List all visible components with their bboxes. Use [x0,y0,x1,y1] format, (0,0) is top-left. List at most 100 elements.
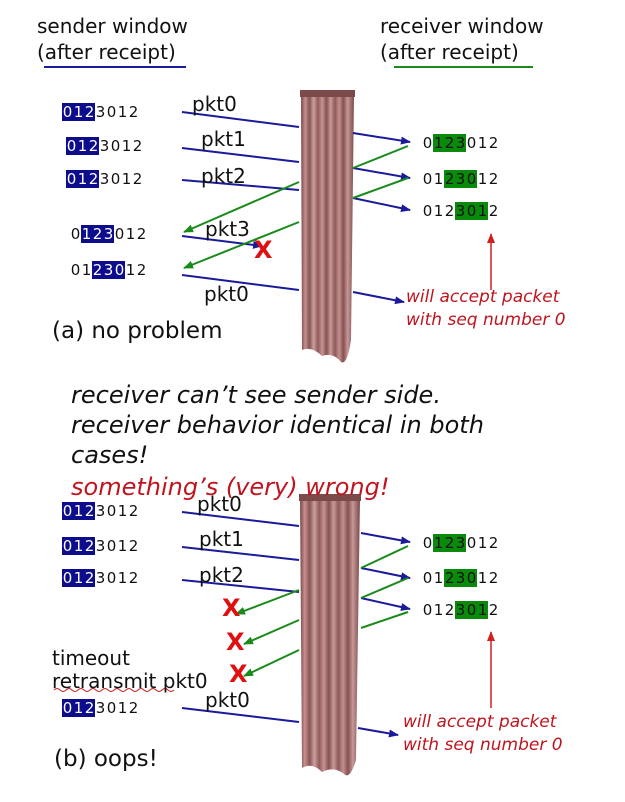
sender-header-title: sender window [37,14,188,38]
timeout-label: timeout [52,646,130,670]
b-ack1-right [360,577,409,599]
seq-number: 3 [103,225,114,243]
b-pkt2-arrival [360,597,411,611]
seq-number: 1 [433,134,444,152]
receiver-header-title: receiver window [380,14,544,38]
a-pkt0-label: pkt0 [192,92,237,116]
seq-number: 2 [84,502,95,520]
b-ack1-left [243,619,300,645]
seq-number: 0 [422,170,433,188]
seq-number: 2 [84,103,95,121]
seq-number: 0 [466,534,477,552]
receiver-header-subtitle: (after receipt) [380,40,519,64]
seq-number: 3 [95,502,106,520]
a-pkt2-line [181,179,300,191]
seq-number: 0 [70,225,81,243]
a-ack1-right [352,177,409,199]
seq-number: 0 [422,569,433,587]
seq-number: 0 [106,569,117,587]
seq-number: 3 [95,537,106,555]
seq-number: 0 [422,534,433,552]
seq-number: 2 [128,699,139,717]
seq-number: 0 [466,569,477,587]
b-pkt2-line [181,579,300,593]
a-pkt3-label: pkt3 [205,217,250,241]
b-pkt0-retransmit-label: pkt0 [205,688,250,712]
seq-number: 2 [488,134,499,152]
a-pkt3-line [181,235,263,249]
a-ack0-right [352,145,409,169]
b-ack1-loss-mark: X [226,628,245,656]
seq-number: 0 [66,170,77,188]
a-pkt1-arrival [352,167,411,181]
seq-number: 2 [128,502,139,520]
seq-number: 2 [84,537,95,555]
seq-number: 2 [88,137,99,155]
seq-number: 1 [433,601,444,619]
caption-b: (b) oops! [54,746,158,772]
seq-number: 0 [110,137,121,155]
seq-number: 2 [128,537,139,555]
seq-number: 3 [95,569,106,587]
b-pkt0-arrival [360,532,411,545]
seq-number: 2 [136,225,147,243]
sender-header-subtitle: (after receipt) [37,40,176,64]
seq-number: 1 [121,137,132,155]
seq-number: 2 [132,137,143,155]
seq-number: 2 [84,699,95,717]
seq-number: 1 [81,225,92,243]
curtain-b [299,494,361,776]
seq-number: 1 [81,261,92,279]
a-pkt1-line [181,147,300,163]
seq-number: 2 [444,534,455,552]
seq-number: 2 [444,601,455,619]
seq-number: 2 [488,569,499,587]
seq-number: 1 [477,134,488,152]
b-pkt1-label: pkt1 [199,527,244,551]
seq-number: 3 [455,134,466,152]
commentary-line3: cases! [71,441,149,469]
a-accept-note-line2: with seq number 0 [406,310,566,330]
seq-number: 1 [121,170,132,188]
seq-number: 1 [73,502,84,520]
seq-number: 1 [73,537,84,555]
seq-number: 3 [455,534,466,552]
seq-number: 0 [422,202,433,220]
curtain-a [300,90,355,363]
seq-number: 0 [114,225,125,243]
seq-number: 0 [422,134,433,152]
seq-number: 2 [444,134,455,152]
seq-number: 3 [455,601,466,619]
commentary-line4: something’s (very) wrong! [71,473,390,501]
b-pkt0-retransmit-line [181,707,300,723]
b-pkt1-arrival [360,567,411,581]
b-pkt0-label: pkt0 [197,492,242,516]
a-ack0-left [183,181,300,233]
seq-number: 3 [95,699,106,717]
b-ack0-right [360,545,409,569]
seq-number: 0 [62,502,73,520]
seq-number: 0 [62,103,73,121]
seq-number: 1 [77,137,88,155]
seq-number: 1 [125,261,136,279]
seq-number: 1 [477,534,488,552]
seq-number: 1 [117,502,128,520]
seq-number: 2 [488,202,499,220]
a-pkt0-line [181,111,300,128]
b-accept-note-line1: will accept packet [403,712,557,732]
a-accept-note-line1: will accept packet [406,287,560,307]
seq-number: 2 [128,103,139,121]
seq-number: 1 [117,537,128,555]
a-pkt0-retry-label: pkt0 [204,282,249,306]
seq-number: 3 [455,202,466,220]
seq-number: 1 [73,569,84,587]
